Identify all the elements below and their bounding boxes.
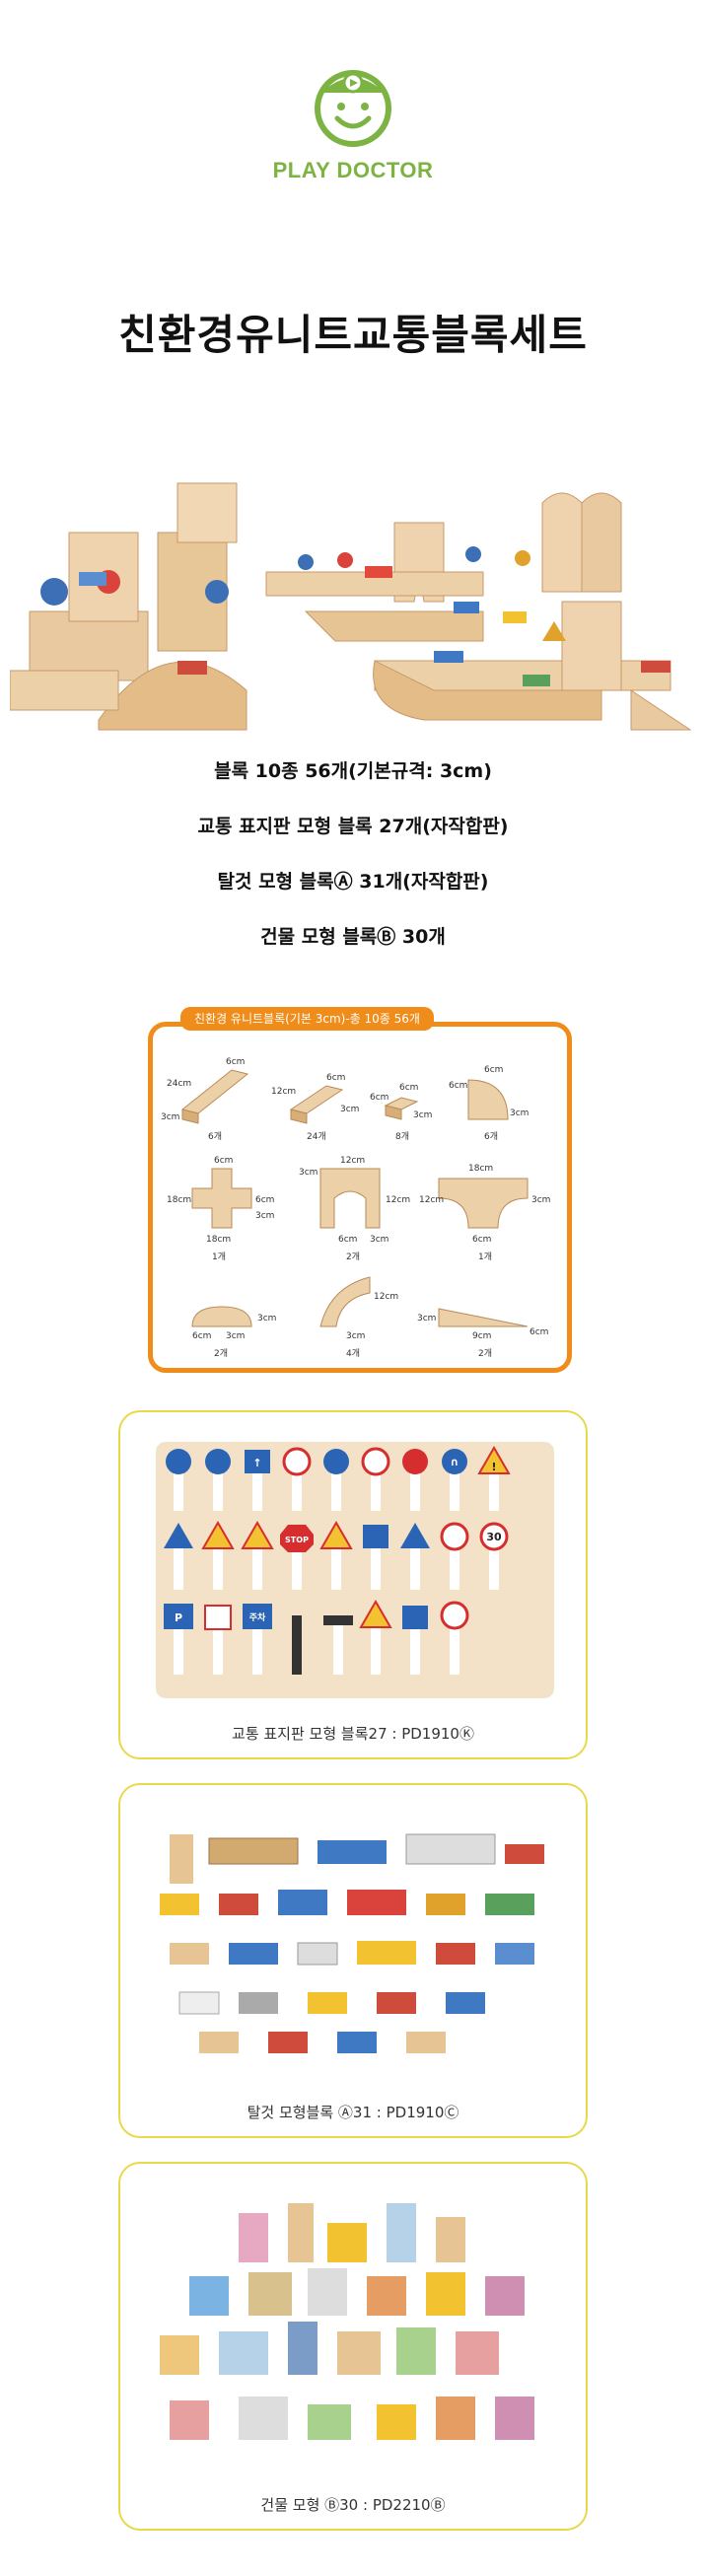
dim-label: 6cm [255, 1195, 274, 1205]
dim-label: 6cm [192, 1331, 211, 1341]
arch-block: 3cm 12cm 12cm 6cm 3cm 2개 [299, 1156, 410, 1262]
building-blocks-illustration [160, 2203, 534, 2440]
dim-label: 3cm [370, 1235, 388, 1245]
vehicle-row-5 [199, 2032, 446, 2053]
card-caption: 교통 표지판 모형 블록27 : PD1910Ⓚ [232, 1725, 474, 1743]
dim-label: 18cm [167, 1195, 191, 1205]
dim-label: 18cm [468, 1164, 493, 1174]
spec-line-buildings: 건물 모형 블록Ⓑ 30개 [260, 926, 446, 948]
dim-label: 12cm [386, 1195, 410, 1205]
sign-row-3: P 주차 [164, 1599, 469, 1675]
traffic-sign-blocks-illustration: ↑ ∩ ! STOP 30 P 주차 [156, 1442, 554, 1698]
traffic-sign-card: ↑ ∩ ! STOP 30 P 주차 [118, 1410, 588, 1759]
building-row-4 [170, 2397, 534, 2440]
vehicle-card: 탈것 모형블록 Ⓐ31 : PD1910Ⓒ [118, 1783, 588, 2138]
page-title: 친환경유니트교통블록세트 [118, 311, 588, 359]
dim-label: 3cm [161, 1112, 179, 1122]
dim-count: 4개 [346, 1348, 360, 1359]
sign-row-2: STOP 30 [164, 1520, 509, 1590]
long-plank-block: 24cm 6cm 3cm 6개 [161, 1057, 249, 1142]
product-spec-list: 블록 10종 56개(기본규격: 3cm) 교통 표지판 모형 블록 27개(자… [0, 757, 706, 978]
hero-blocks-illustration [10, 482, 692, 731]
sign-row-1: ↑ ∩ ! [166, 1445, 511, 1511]
dim-count: 2개 [478, 1348, 492, 1359]
dim-count: 2개 [214, 1348, 228, 1359]
dim-label: 3cm [226, 1331, 245, 1341]
dim-count: 2개 [346, 1252, 360, 1262]
block-dimensions-panel: 친환경 유니트블록(기본 3cm)-총 10종 56개 24cm 6cm 3cm… [148, 1007, 572, 1373]
building-row-2 [189, 2268, 525, 2316]
svg-text:P: P [175, 1611, 182, 1624]
dim-count: 1개 [212, 1252, 226, 1262]
dimensions-tab-label: 친환경 유니트블록(기본 3cm)-총 10종 56개 [180, 1007, 434, 1031]
vehicle-row-4 [178, 1991, 485, 2015]
card-caption: 탈것 모형블록 Ⓐ31 : PD1910Ⓒ [247, 2104, 459, 2121]
svg-text:주차: 주차 [249, 1611, 266, 1623]
brand-name: PLAY DOCTOR [272, 158, 434, 182]
dim-label: 6cm [484, 1065, 503, 1075]
building-card: 건물 모형 Ⓑ30 : PD2210Ⓑ [118, 2162, 588, 2531]
dim-label: 3cm [299, 1168, 318, 1178]
dim-count: 24개 [307, 1131, 326, 1142]
ramp-block: 3cm 9cm 6cm 2개 [417, 1308, 548, 1359]
spec-line-signs: 교통 표지판 모형 블록 27개(자작합판) [197, 816, 509, 837]
cross-road-block: 6cm 18cm 6cm 18cm 3cm 1개 [167, 1156, 274, 1262]
dim-count: 6개 [484, 1131, 498, 1142]
svg-text:↑: ↑ [252, 1457, 261, 1469]
spec-line-vehicles: 탈것 모형 블록Ⓐ 31개(자작합판) [217, 871, 489, 893]
vehicle-row-3 [170, 1941, 534, 1966]
spec-line-blocks: 블록 10종 56개(기본규격: 3cm) [214, 760, 492, 782]
dim-count: 6개 [208, 1131, 222, 1142]
quarter-round-block: 6cm 6cm 3cm 6개 [449, 1065, 529, 1142]
dim-label: 6cm [472, 1235, 491, 1245]
dim-label: 24cm [167, 1079, 191, 1089]
t-junction-block: 18cm 12cm 6cm 3cm 1개 [419, 1164, 550, 1262]
dim-label: 6cm [370, 1093, 388, 1103]
dim-label: 12cm [419, 1195, 444, 1205]
building-row-1 [239, 2203, 465, 2262]
dim-count: 1개 [478, 1252, 492, 1262]
dim-label: 12cm [271, 1087, 296, 1097]
svg-text:30: 30 [486, 1531, 502, 1543]
dim-label: 6cm [214, 1156, 233, 1166]
card-caption: 건물 모형 Ⓑ30 : PD2210Ⓑ [260, 2496, 446, 2514]
dim-label: 6cm [449, 1081, 467, 1091]
svg-text:∩: ∩ [451, 1456, 459, 1468]
dim-label: 18cm [206, 1235, 231, 1245]
half-cylinder-block: 3cm 6cm 3cm 2개 [191, 1306, 276, 1359]
dim-label: 3cm [510, 1109, 529, 1118]
dim-label: 6cm [338, 1235, 357, 1245]
dim-label: 3cm [346, 1331, 365, 1341]
dim-label: 3cm [531, 1195, 550, 1205]
dim-label: 6cm [226, 1057, 245, 1067]
dim-label: 6cm [399, 1083, 418, 1093]
dim-count: 8개 [395, 1131, 409, 1142]
building-row-3 [160, 2322, 499, 2375]
smiley-logo-icon [315, 70, 391, 147]
dimension-diagrams: 24cm 6cm 3cm 6개 12cm 6cm 3cm 24개 6cm 6cm… [161, 1057, 550, 1359]
vehicle-row-1 [170, 1833, 544, 1884]
dim-label: 9cm [472, 1331, 491, 1341]
svg-text:STOP: STOP [285, 1536, 309, 1544]
small-cube-block: 6cm 6cm 3cm 8개 [370, 1083, 432, 1142]
dim-label: 12cm [374, 1292, 398, 1302]
dim-label: 3cm [413, 1110, 432, 1120]
vehicle-blocks-illustration [160, 1833, 544, 2053]
brand-logo: PLAY DOCTOR [0, 59, 706, 183]
dim-label: 12cm [340, 1156, 365, 1166]
medium-plank-block: 12cm 6cm 3cm 24개 [271, 1073, 359, 1142]
curve-block: 12cm 3cm 4개 [319, 1276, 398, 1359]
dim-label: 3cm [417, 1314, 436, 1324]
dim-label: 3cm [340, 1105, 359, 1114]
dim-label: 3cm [255, 1211, 274, 1221]
dim-label: 3cm [257, 1314, 276, 1324]
dim-label: 6cm [326, 1073, 345, 1083]
vehicle-row-2 [160, 1890, 534, 1915]
svg-text:!: ! [491, 1461, 496, 1473]
dim-label: 6cm [530, 1327, 548, 1337]
